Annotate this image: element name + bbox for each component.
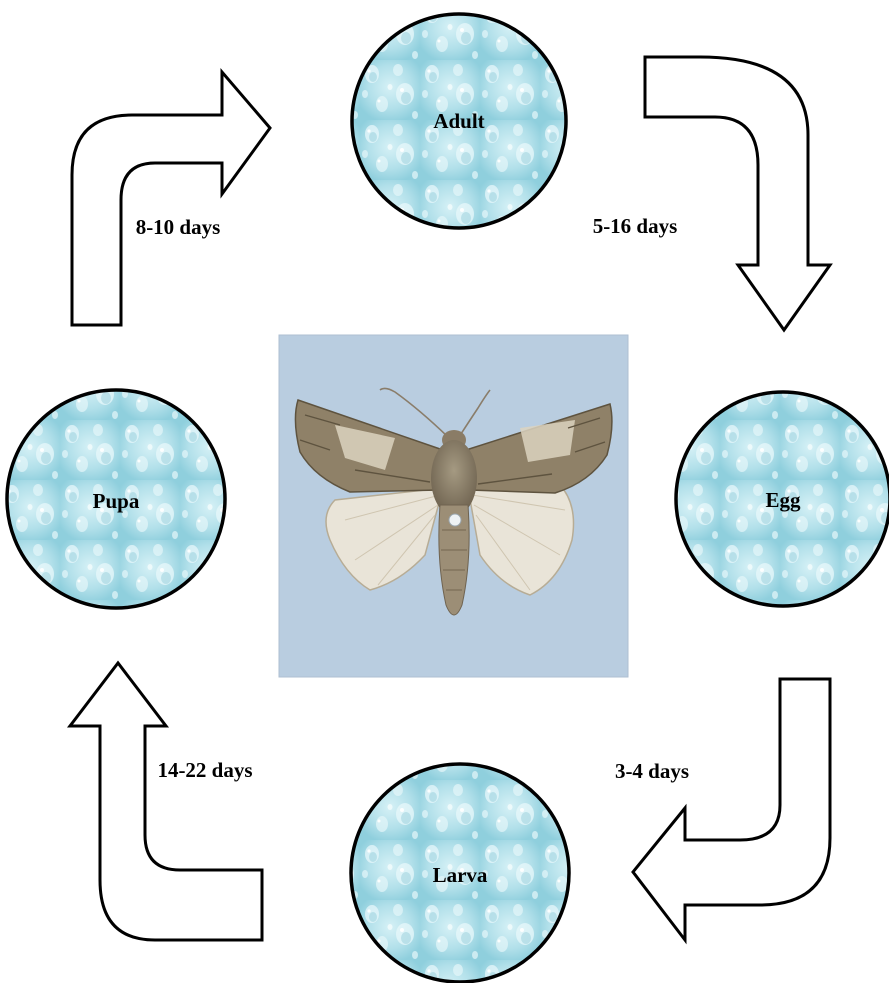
arrow-adult-to-egg <box>645 57 830 330</box>
arrow-egg-to-larva <box>633 679 830 940</box>
stage-label-larva: Larva <box>433 863 488 887</box>
arrow-pupa-to-adult <box>72 72 270 325</box>
stage-label-adult: Adult <box>433 109 484 133</box>
duration-label-pupa-to-adult: 8-10 days <box>136 215 221 239</box>
duration-label-egg-to-larva: 3-4 days <box>615 759 689 783</box>
arrow-larva-to-pupa <box>70 663 262 940</box>
duration-label-adult-to-egg: 5-16 days <box>593 214 678 238</box>
stage-node-adult: Adult <box>352 14 566 228</box>
duration-label-larva-to-pupa: 14-22 days <box>157 758 252 782</box>
stage-label-pupa: Pupa <box>93 489 140 513</box>
stage-node-egg: Egg <box>676 392 889 606</box>
moth-photo <box>279 335 628 677</box>
stage-node-larva: Larva <box>351 764 569 982</box>
stage-label-egg: Egg <box>765 488 801 512</box>
stage-node-pupa: Pupa <box>7 390 225 608</box>
